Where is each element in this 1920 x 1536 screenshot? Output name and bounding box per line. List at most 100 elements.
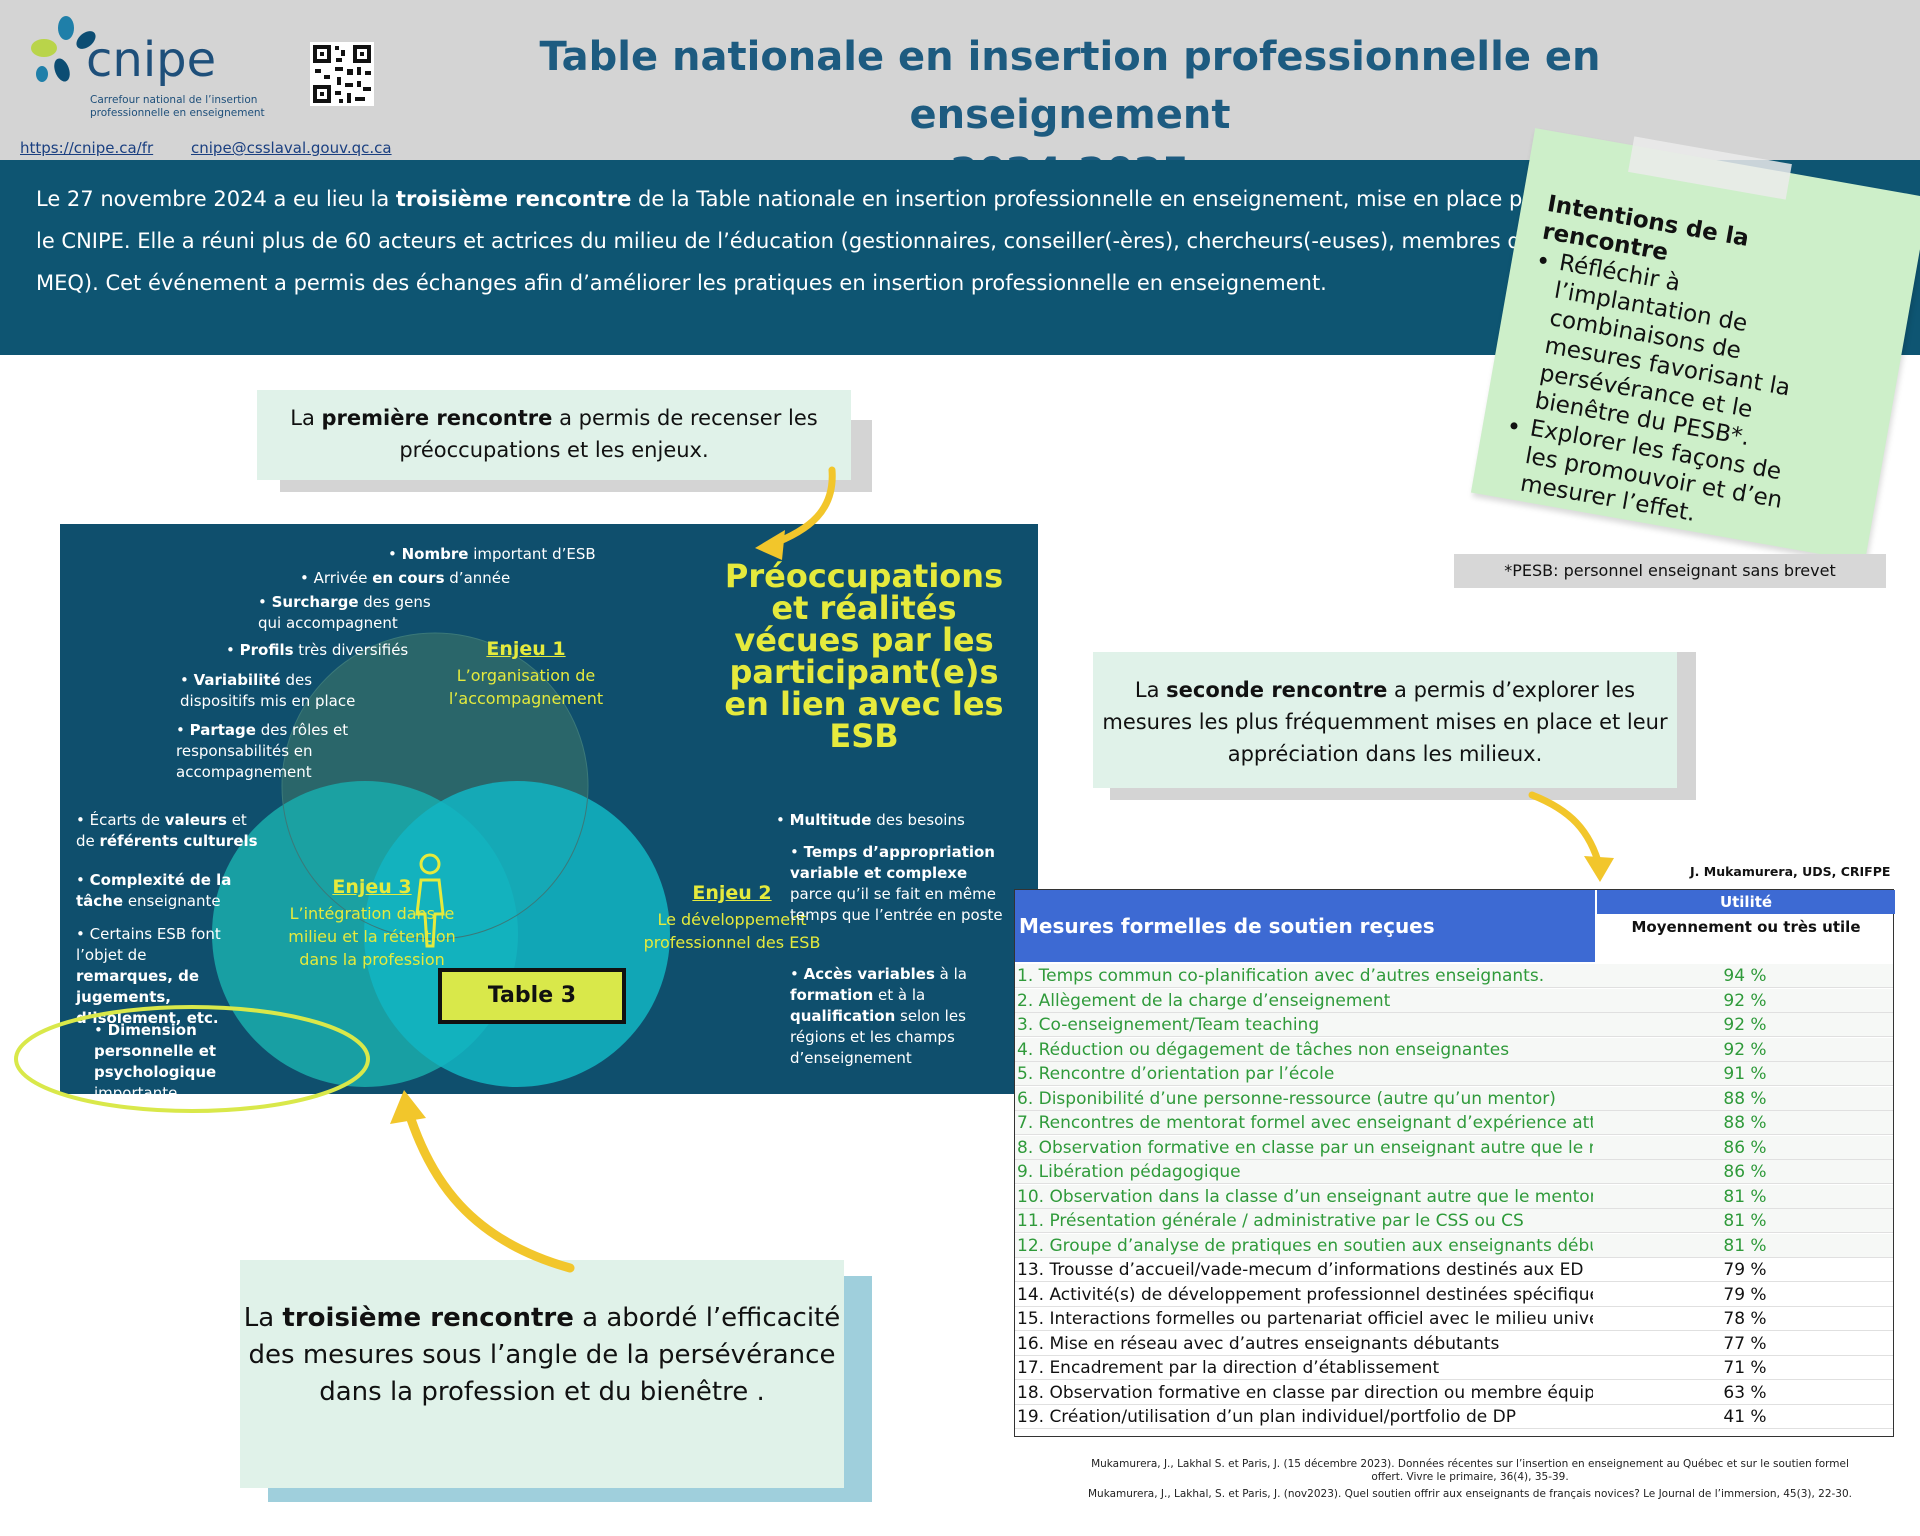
table-row: 19. Création/utilisation d’un plan indiv…	[1015, 1405, 1893, 1429]
table-header: Mesures formelles de soutien reçues	[1015, 890, 1595, 962]
arrow-up-3	[403, 1105, 575, 1273]
measure-label: 12. Groupe d’analyse de pratiques en sou…	[1017, 1235, 1593, 1256]
intro-paragraph: Le 27 novembre 2024 a eu lieu la troisiè…	[36, 178, 1546, 304]
measure-label: 16. Mise en réseau avec d’autres enseign…	[1017, 1333, 1500, 1354]
callout-text: a abordé l’efficacité des mesures sous l…	[248, 1303, 841, 1407]
enjeu3-heading: Enjeu 3	[332, 876, 412, 898]
logo-wordmark: cnipe	[86, 32, 217, 88]
utility-percent: 92 %	[1723, 990, 1767, 1011]
table-row: 3. Co-enseignement/Team teaching 92 %	[1015, 1013, 1893, 1037]
table-row: 9. Libération pédagogique 86 %	[1015, 1160, 1893, 1184]
table-utility-subheader: Moyennement ou très utile	[1631, 918, 1861, 936]
utility-percent: 63 %	[1723, 1382, 1767, 1403]
utility-percent: 81 %	[1723, 1186, 1767, 1207]
callout-bold: seconde rencontre	[1166, 678, 1388, 702]
enjeu2-text: Le développement professionnel des ESB	[643, 910, 821, 952]
slide-list-item: • Certains ESB font l’objet de remarques…	[76, 925, 221, 1027]
measure-label: 15. Interactions formelles ou partenaria…	[1017, 1309, 1593, 1329]
callout-text: a permis de recenser les préoccupations …	[399, 406, 818, 462]
measure-label: 5. Rencontre d’orientation par l’école	[1017, 1064, 1335, 1084]
table-row: 12. Groupe d’analyse de pratiques en sou…	[1015, 1233, 1893, 1258]
measure-label: 8. Observation formative en classe par u…	[1017, 1137, 1593, 1158]
utility-percent: 71 %	[1723, 1358, 1767, 1378]
measure-label: 14. Activité(s) de développement profess…	[1017, 1284, 1593, 1305]
utility-percent: 86 %	[1723, 1137, 1767, 1158]
slide-list-item: • Dimension personnelle et psychologique…	[94, 1021, 217, 1094]
table-row: 18. Observation formative en classe par …	[1015, 1381, 1893, 1405]
measure-label: 3. Co-enseignement/Team teaching	[1017, 1015, 1320, 1035]
utility-percent: 92 %	[1723, 1015, 1767, 1035]
table-row: 10. Observation dans la classe d’un ense…	[1015, 1184, 1893, 1209]
utility-percent: 79 %	[1723, 1260, 1767, 1280]
callout-bold: première rencontre	[321, 406, 553, 430]
slide-list-item: • Complexité de la tâche enseignante	[76, 871, 232, 910]
table-row: 6. Disponibilité d’une personne-ressourc…	[1015, 1086, 1893, 1111]
logo-flower-icon	[31, 16, 96, 82]
callout-text: a permis d’explorer les mesures les plus…	[1102, 678, 1668, 766]
utility-percent: 92 %	[1723, 1039, 1767, 1060]
website-link[interactable]: https://cnipe.ca/fr	[20, 139, 154, 157]
logo-tagline: Carrefour national de l’insertion profes…	[90, 94, 265, 119]
callout-text: La	[243, 1303, 283, 1333]
utility-percent: 41 %	[1723, 1407, 1767, 1427]
measure-label: 11. Présentation générale / administrati…	[1017, 1211, 1524, 1231]
intro-part2: de la Table nationale en insertion profe…	[36, 187, 1544, 295]
arrow-head-icon	[1584, 856, 1614, 882]
measure-label: 4. Réduction ou dégagement de tâches non…	[1017, 1039, 1510, 1060]
measure-label: 9. Libération pédagogique	[1017, 1162, 1241, 1182]
callout-text: La	[1134, 678, 1167, 702]
utility-percent: 79 %	[1723, 1284, 1767, 1305]
arrow-down-2	[1528, 791, 1604, 872]
slide-list-item: • Variabilité des dispositifs mis en pla…	[180, 671, 356, 710]
enjeux-slide: Préoccupations et réalités vécues par le…	[60, 524, 1038, 1094]
intro-bold: troisième rencontre	[395, 187, 632, 211]
email-link[interactable]: cnipe@csslaval.gouv.qc.ca	[191, 139, 392, 157]
table3-label: Table 3	[438, 968, 626, 1024]
pesb-footnote: *PESB: personnel enseignant sans brevet	[1454, 554, 1886, 588]
measure-label: 13. Trousse d’accueil/vade-mecum d’infor…	[1017, 1260, 1584, 1280]
measure-label: 7. Rencontres de mentorat formel avec en…	[1017, 1113, 1593, 1133]
reference-2: Mukamurera, J., Lakhal, S. et Paris, J. …	[1088, 1488, 1852, 1500]
enjeu2-heading: Enjeu 2	[692, 882, 772, 904]
table-row: 1. Temps commun co-planification avec d’…	[1015, 964, 1893, 988]
cnipe-logo: cnipe Carrefour national de l’insertion …	[28, 14, 308, 124]
note-content: Intentions de la rencontre Réfléchir à l…	[1497, 190, 1846, 545]
support-measures-table: Mesures formelles de soutien reçues Util…	[1014, 889, 1895, 1437]
slide-title: Préoccupations et réalités vécues par le…	[724, 557, 1004, 755]
slide-list-item: • Multitude des besoins	[776, 811, 965, 829]
arrow-head-icon	[390, 1090, 426, 1124]
table-row: 13. Trousse d’accueil/vade-mecum d’infor…	[1015, 1258, 1893, 1282]
intro-part1: Le 27 novembre 2024 a eu lieu la	[36, 187, 396, 211]
utility-percent: 94 %	[1723, 966, 1767, 986]
slide-list-item: • Surcharge des gens qui accompagnent	[258, 593, 431, 632]
measure-label: 17. Encadrement par la direction d’établ…	[1017, 1358, 1440, 1378]
utility-percent: 81 %	[1723, 1211, 1767, 1231]
page-title-line1: Table nationale en insertion professionn…	[539, 34, 1601, 138]
utility-percent: 88 %	[1723, 1113, 1767, 1133]
table-row: 7. Rencontres de mentorat formel avec en…	[1015, 1111, 1893, 1135]
slide-list-item: • Écarts de valeurs et de référents cult…	[76, 811, 258, 850]
utility-percent: 77 %	[1723, 1333, 1767, 1354]
table-citation: J. Mukamurera, UDS, CRIFPE	[1690, 864, 1891, 879]
table-row: 4. Réduction ou dégagement de tâches non…	[1015, 1037, 1893, 1062]
slide-list-item: • Nombre important d’ESB	[388, 545, 596, 563]
table-row: 15. Interactions formelles ou partenaria…	[1015, 1307, 1893, 1331]
callout-third-meeting: La troisième rencontre a abordé l’effica…	[240, 1260, 844, 1488]
callout-bold: troisième rencontre	[282, 1303, 574, 1333]
measure-label: 10. Observation dans la classe d’un ense…	[1017, 1186, 1593, 1207]
utility-percent: 81 %	[1723, 1235, 1767, 1256]
qr-code[interactable]	[310, 42, 374, 106]
table-row: 8. Observation formative en classe par u…	[1015, 1135, 1893, 1160]
slide-list-item: • Partage des rôles et responsabilités e…	[176, 721, 349, 781]
measure-label: 2. Allègement de la charge d’enseignemen…	[1017, 990, 1391, 1011]
slide-list-item: • Temps d’appropriation variable et comp…	[790, 843, 1003, 924]
slide-list-item: • Accès variables à la formation et à la…	[790, 965, 967, 1067]
slide-list-item: • Arrivée en cours d’année	[300, 569, 511, 587]
utility-percent: 86 %	[1723, 1162, 1767, 1182]
utility-percent: 88 %	[1723, 1088, 1767, 1109]
note-list: Réfléchir à l’implantation de combinaiso…	[1518, 249, 1836, 545]
measure-label: 1. Temps commun co-planification avec d’…	[1017, 966, 1545, 986]
table-utility-header: Utilité	[1597, 890, 1895, 914]
reference-1: Mukamurera, J., Lakhal S. et Paris, J. (…	[1091, 1458, 1849, 1483]
